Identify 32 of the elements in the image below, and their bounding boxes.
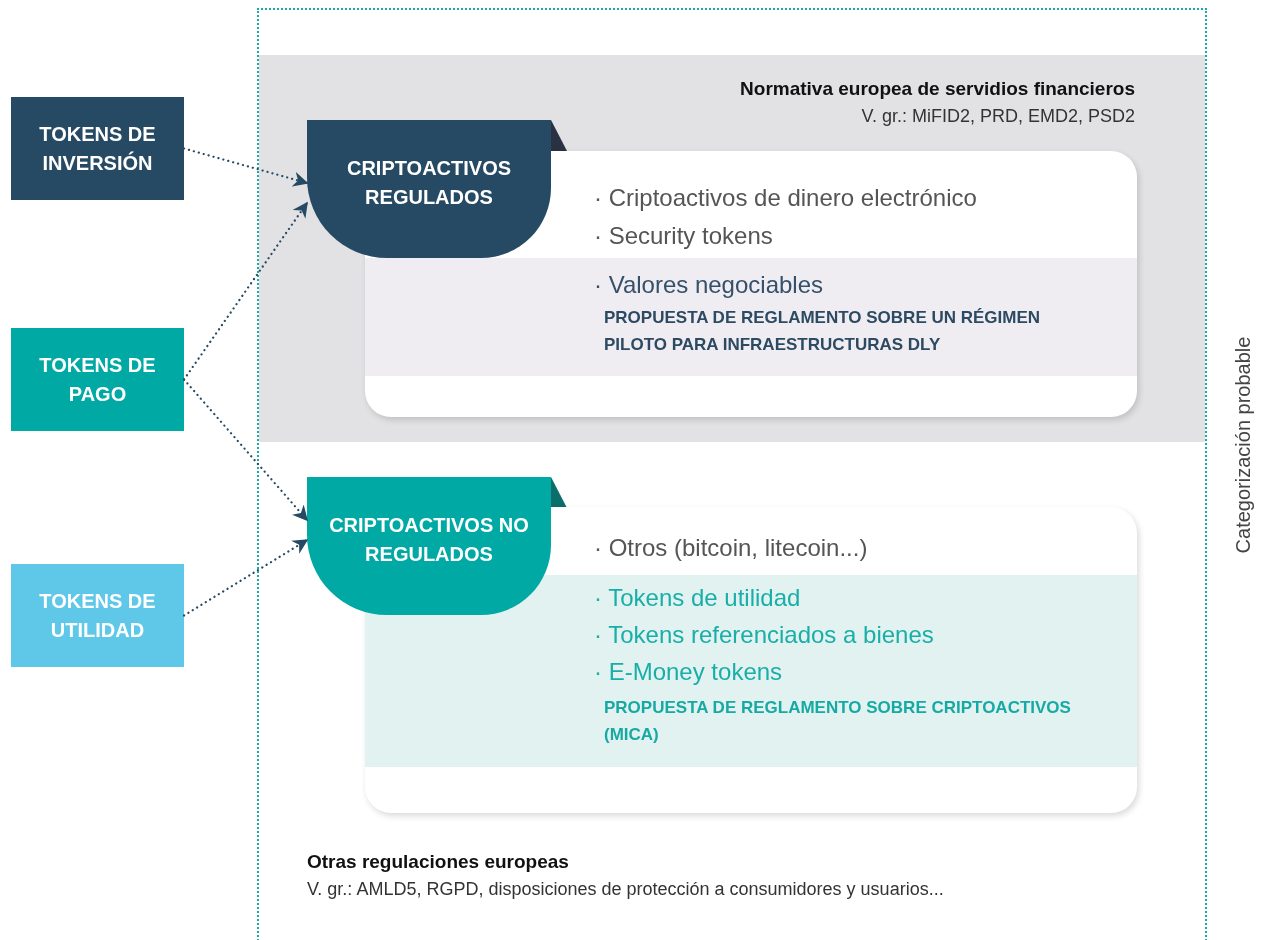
list-item: · Criptoactivos de dinero electrónico (594, 183, 977, 213)
section-note: V. gr.: MiFID2, PRD, EMD2, PSD2 (861, 105, 1135, 128)
tab-label: CRIPTOACTIVOS REGULADOS (345, 156, 513, 210)
regulation-proposal: PROPUESTA DE REGLAMENTO SOBRE UN RÉGIMEN PILOTO PARA INFRAESTRUCTURAS DLY (603, 307, 1042, 356)
category-tab (307, 120, 551, 258)
box-label: TOKENS DE INVERSIÓN (38, 121, 157, 176)
list-item: · E-Money tokens (594, 657, 784, 687)
category-tab (307, 477, 551, 615)
box-label: TOKENS DE UTILIDAD (38, 588, 157, 643)
list-item: · Valores negociables (594, 270, 825, 300)
highlight-band (365, 575, 1137, 767)
dotted-frame (257, 8, 1207, 940)
list-item: · Security tokens (594, 221, 774, 251)
box-label: TOKENS DE PAGO (38, 352, 157, 407)
category-box (11, 97, 184, 200)
dotted-arrow (182, 201, 309, 381)
dotted-arrow (182, 378, 309, 522)
dotted-arrow (182, 147, 309, 187)
regulation-proposal: PROPUESTA DE REGLAMENTO SOBRE CRIPTOACTIVOS (MICA) (603, 697, 1072, 746)
side-caption: Categorización probable (1231, 335, 1255, 556)
section-heading: Normativa europea de servidios financieros (740, 77, 1135, 101)
section-note: V. gr.: AMLD5, RGPD, disposiciones de protección a consumidores y usuarios... (307, 878, 944, 901)
list-item: · Tokens referenciados a bienes (594, 620, 935, 650)
tab-label: CRIPTOACTIVOS NO REGULADOS (328, 513, 530, 567)
section-heading: Otras regulaciones europeas (307, 850, 570, 874)
highlight-band (365, 258, 1137, 376)
regulation-band (259, 55, 1205, 442)
list-item: · Otros (bitcoin, litecoin...) (594, 533, 868, 563)
list-item: · Tokens de utilidad (594, 583, 802, 613)
category-box (11, 564, 184, 667)
dotted-arrow (182, 538, 309, 617)
category-box (11, 328, 184, 431)
